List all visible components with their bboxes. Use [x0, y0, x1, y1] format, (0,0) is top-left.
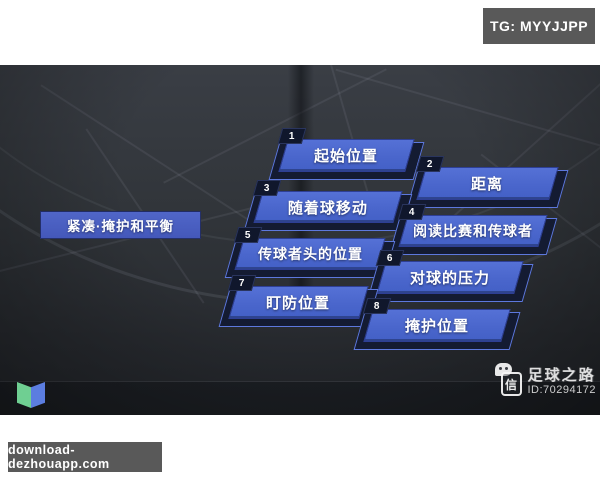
step-number-tab: 2 — [415, 156, 445, 172]
step-box-4: 阅读比赛和传球者 4 — [388, 204, 558, 255]
step-label: 阅读比赛和传球者 — [413, 223, 533, 239]
step-number-tab: 8 — [362, 298, 392, 314]
step-number: 2 — [427, 158, 433, 170]
step-number: 5 — [245, 229, 251, 241]
download-site-badge: download-dezhouapp.com — [8, 442, 162, 472]
step-box-8: 掩护位置 8 — [353, 298, 521, 350]
watermark-name: 足球之路 — [527, 367, 596, 384]
step-number-tab: 7 — [227, 275, 257, 291]
principle-title-box: 紧凑·掩护和平衡 — [40, 211, 201, 239]
step-number-tab: 6 — [375, 250, 405, 266]
wechat-square-icon: 信 — [500, 372, 522, 396]
tg-channel-badge: TG: MYYJJPP — [483, 8, 595, 44]
step-number-tab: 5 — [233, 227, 263, 243]
step-box-3: 随着球移动 3 — [243, 180, 413, 231]
step-box-6: 对球的压力 6 — [366, 250, 534, 302]
step-number: 8 — [374, 300, 380, 312]
step-label: 距离 — [471, 176, 504, 193]
step-box-5: 传球者头的位置 5 — [224, 227, 396, 278]
step-label: 对球的压力 — [409, 270, 490, 287]
wechat-icon: 信 — [494, 362, 526, 400]
step-number: 3 — [264, 182, 270, 194]
step-label: 掩护位置 — [404, 318, 469, 335]
step-label: 随着球移动 — [287, 199, 368, 217]
step-number-tab: 3 — [252, 180, 282, 196]
step-label: 起始位置 — [314, 148, 379, 165]
step-number: 1 — [289, 130, 295, 142]
floor-shade — [0, 382, 600, 415]
step-number-tab: 1 — [277, 128, 307, 144]
step-number: 7 — [239, 277, 245, 289]
book-logo — [17, 382, 45, 408]
step-label: 盯防位置 — [266, 295, 331, 312]
floor-line — [0, 381, 600, 382]
step-number: 4 — [409, 206, 415, 218]
step-number: 6 — [387, 252, 393, 264]
watermark-id: ID:70294172 — [527, 384, 596, 396]
step-number-tab: 4 — [397, 204, 427, 220]
book-logo-right-page — [31, 382, 45, 408]
step-box-7: 盯防位置 7 — [218, 275, 379, 327]
step-box-2: 距离 2 — [406, 156, 569, 208]
channel-watermark: 信 足球之路 ID:70294172 — [494, 362, 597, 400]
step-label: 传球者头的位置 — [257, 246, 363, 262]
step-box-1: 起始位置 1 — [268, 128, 425, 180]
book-logo-left-page — [17, 382, 31, 408]
